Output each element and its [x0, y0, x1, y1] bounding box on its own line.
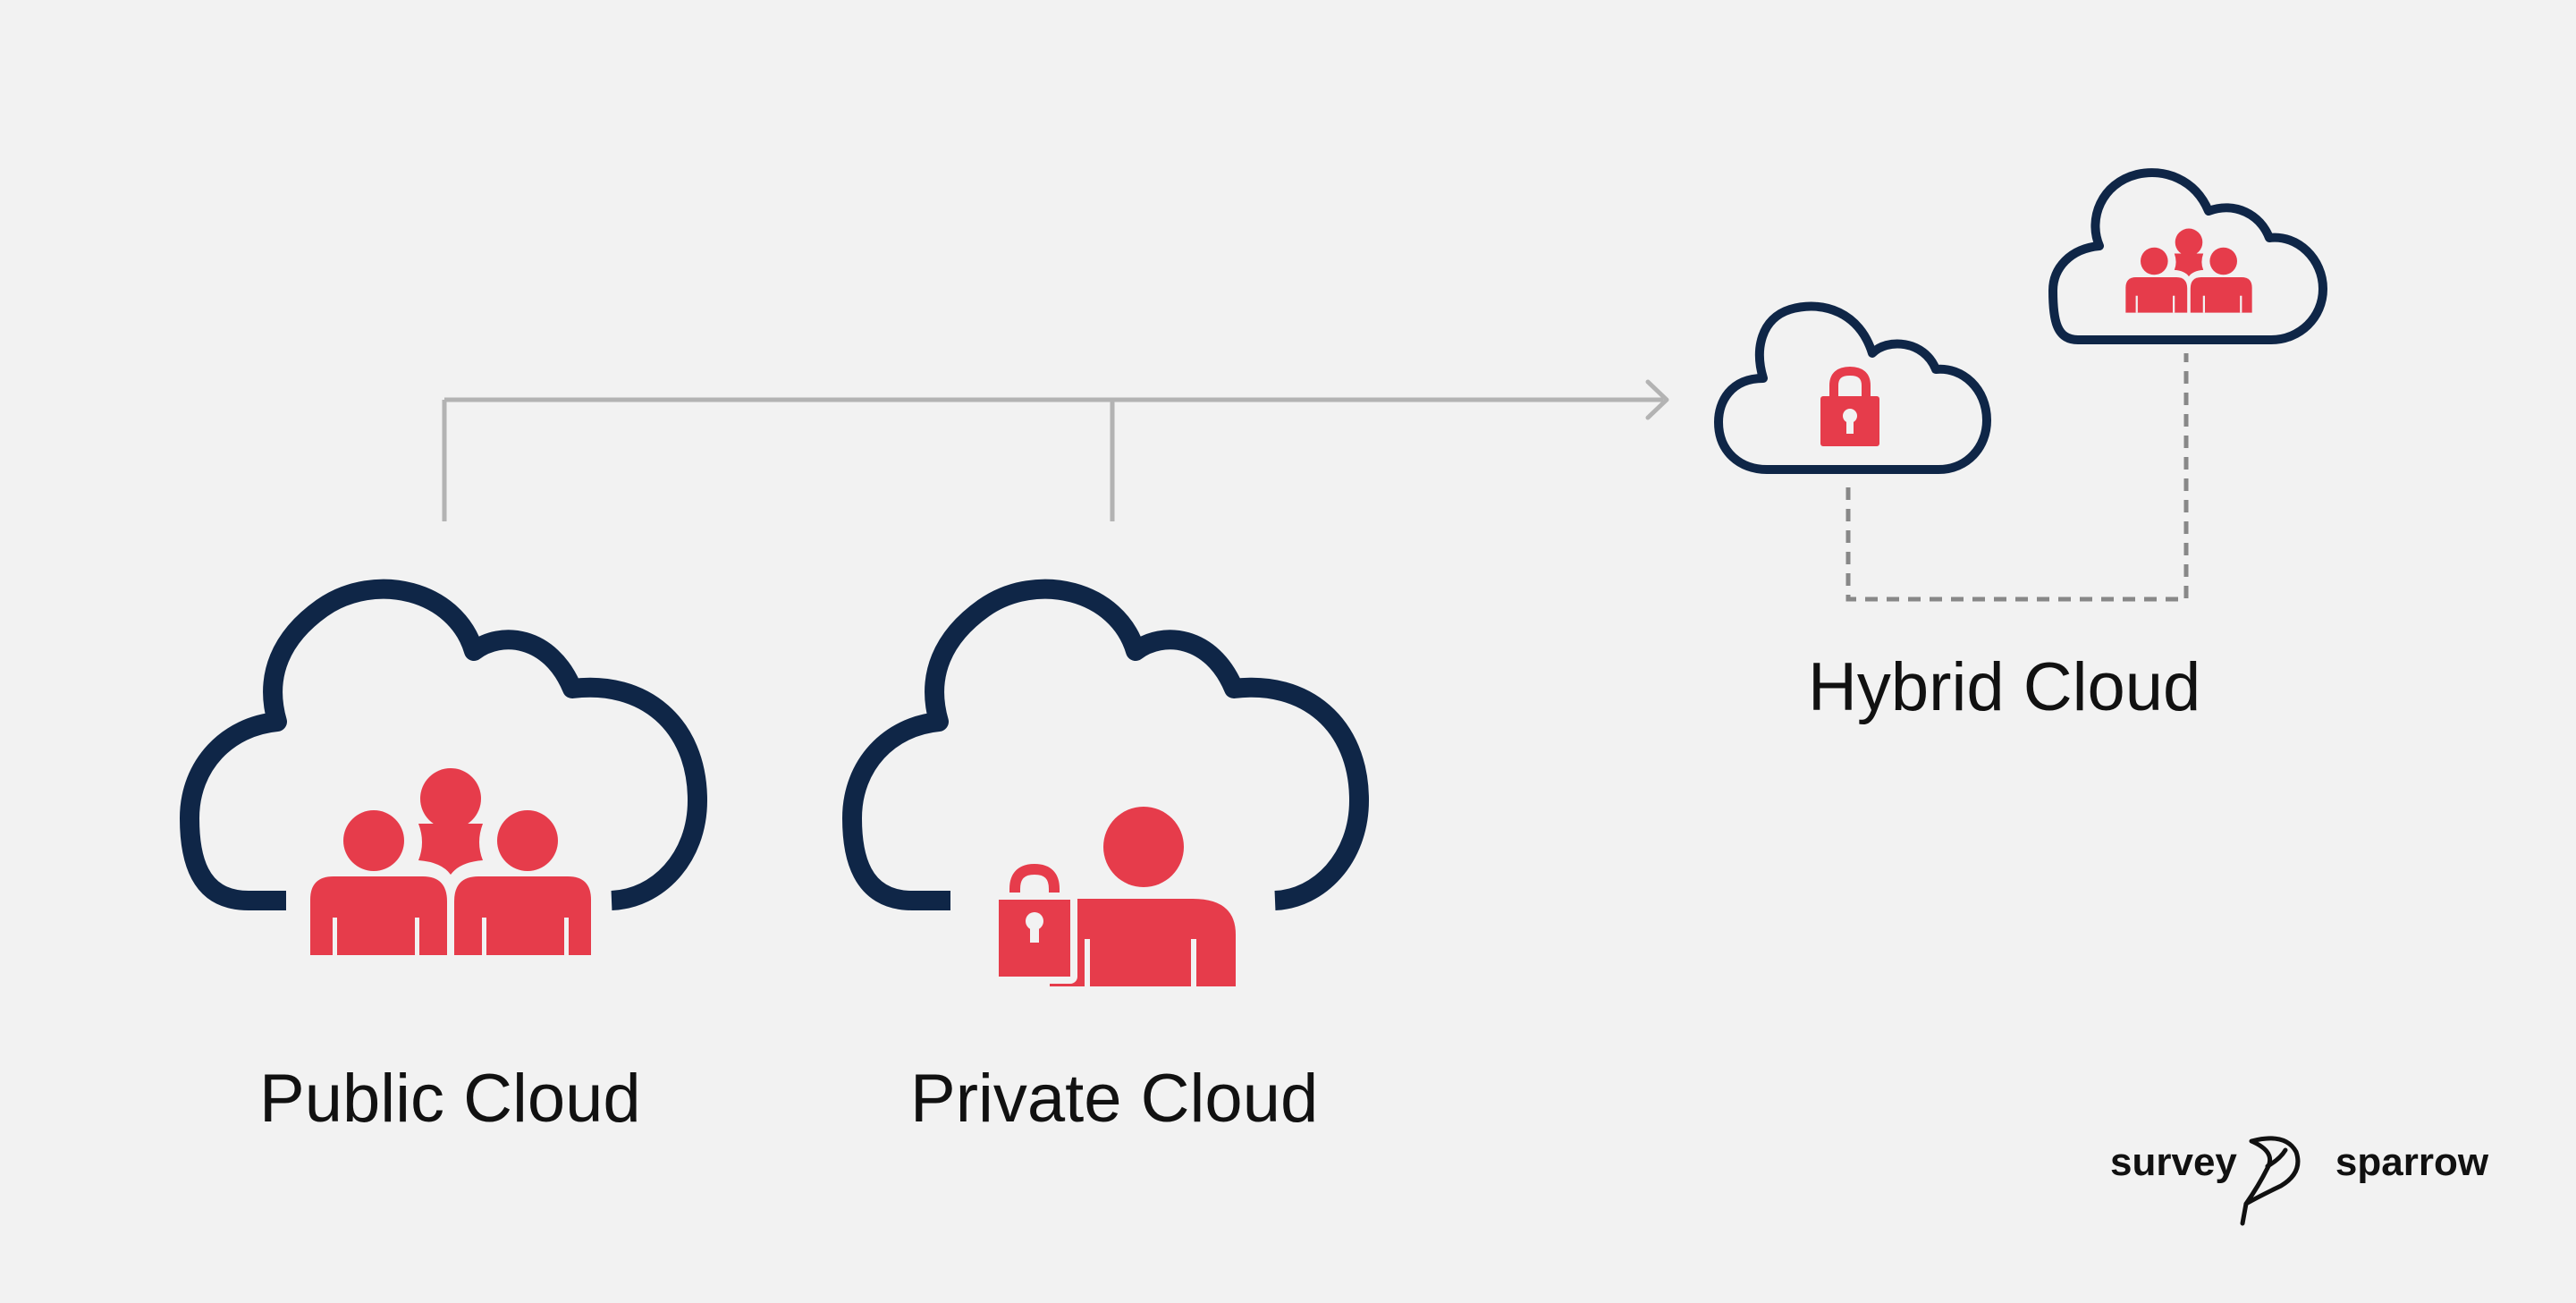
brand-logo: survey sparrow — [2110, 1140, 2488, 1185]
cloud-icon — [1714, 301, 1991, 474]
brand-word-survey: survey — [2110, 1140, 2237, 1184]
public-cloud-label: Public Cloud — [259, 1061, 641, 1137]
padlock-icon — [992, 863, 1077, 984]
private-cloud-icon — [842, 579, 1369, 986]
padlock-icon — [1820, 366, 1879, 446]
hybrid-private-cloud-icon — [1714, 301, 1991, 474]
connector-lines — [442, 379, 1669, 521]
cloud-icon — [180, 579, 707, 910]
cloud-icon — [842, 579, 1369, 910]
brand-word-sparrow: sparrow — [2335, 1140, 2489, 1184]
hybrid-cloud-label: Hybrid Cloud — [1808, 649, 2201, 725]
public-cloud-icon — [180, 579, 707, 955]
person-icon — [1050, 807, 1236, 986]
arrow-head-icon — [1645, 379, 1669, 420]
people-group-icon — [2125, 228, 2252, 313]
sparrow-bird-icon — [2240, 1136, 2301, 1226]
hybrid-public-cloud-icon — [2048, 168, 2327, 344]
people-group-icon — [310, 768, 591, 955]
private-cloud-label: Private Cloud — [910, 1061, 1319, 1137]
hybrid-dashed-connector — [1845, 353, 2189, 602]
cloud-icon — [2048, 168, 2327, 344]
